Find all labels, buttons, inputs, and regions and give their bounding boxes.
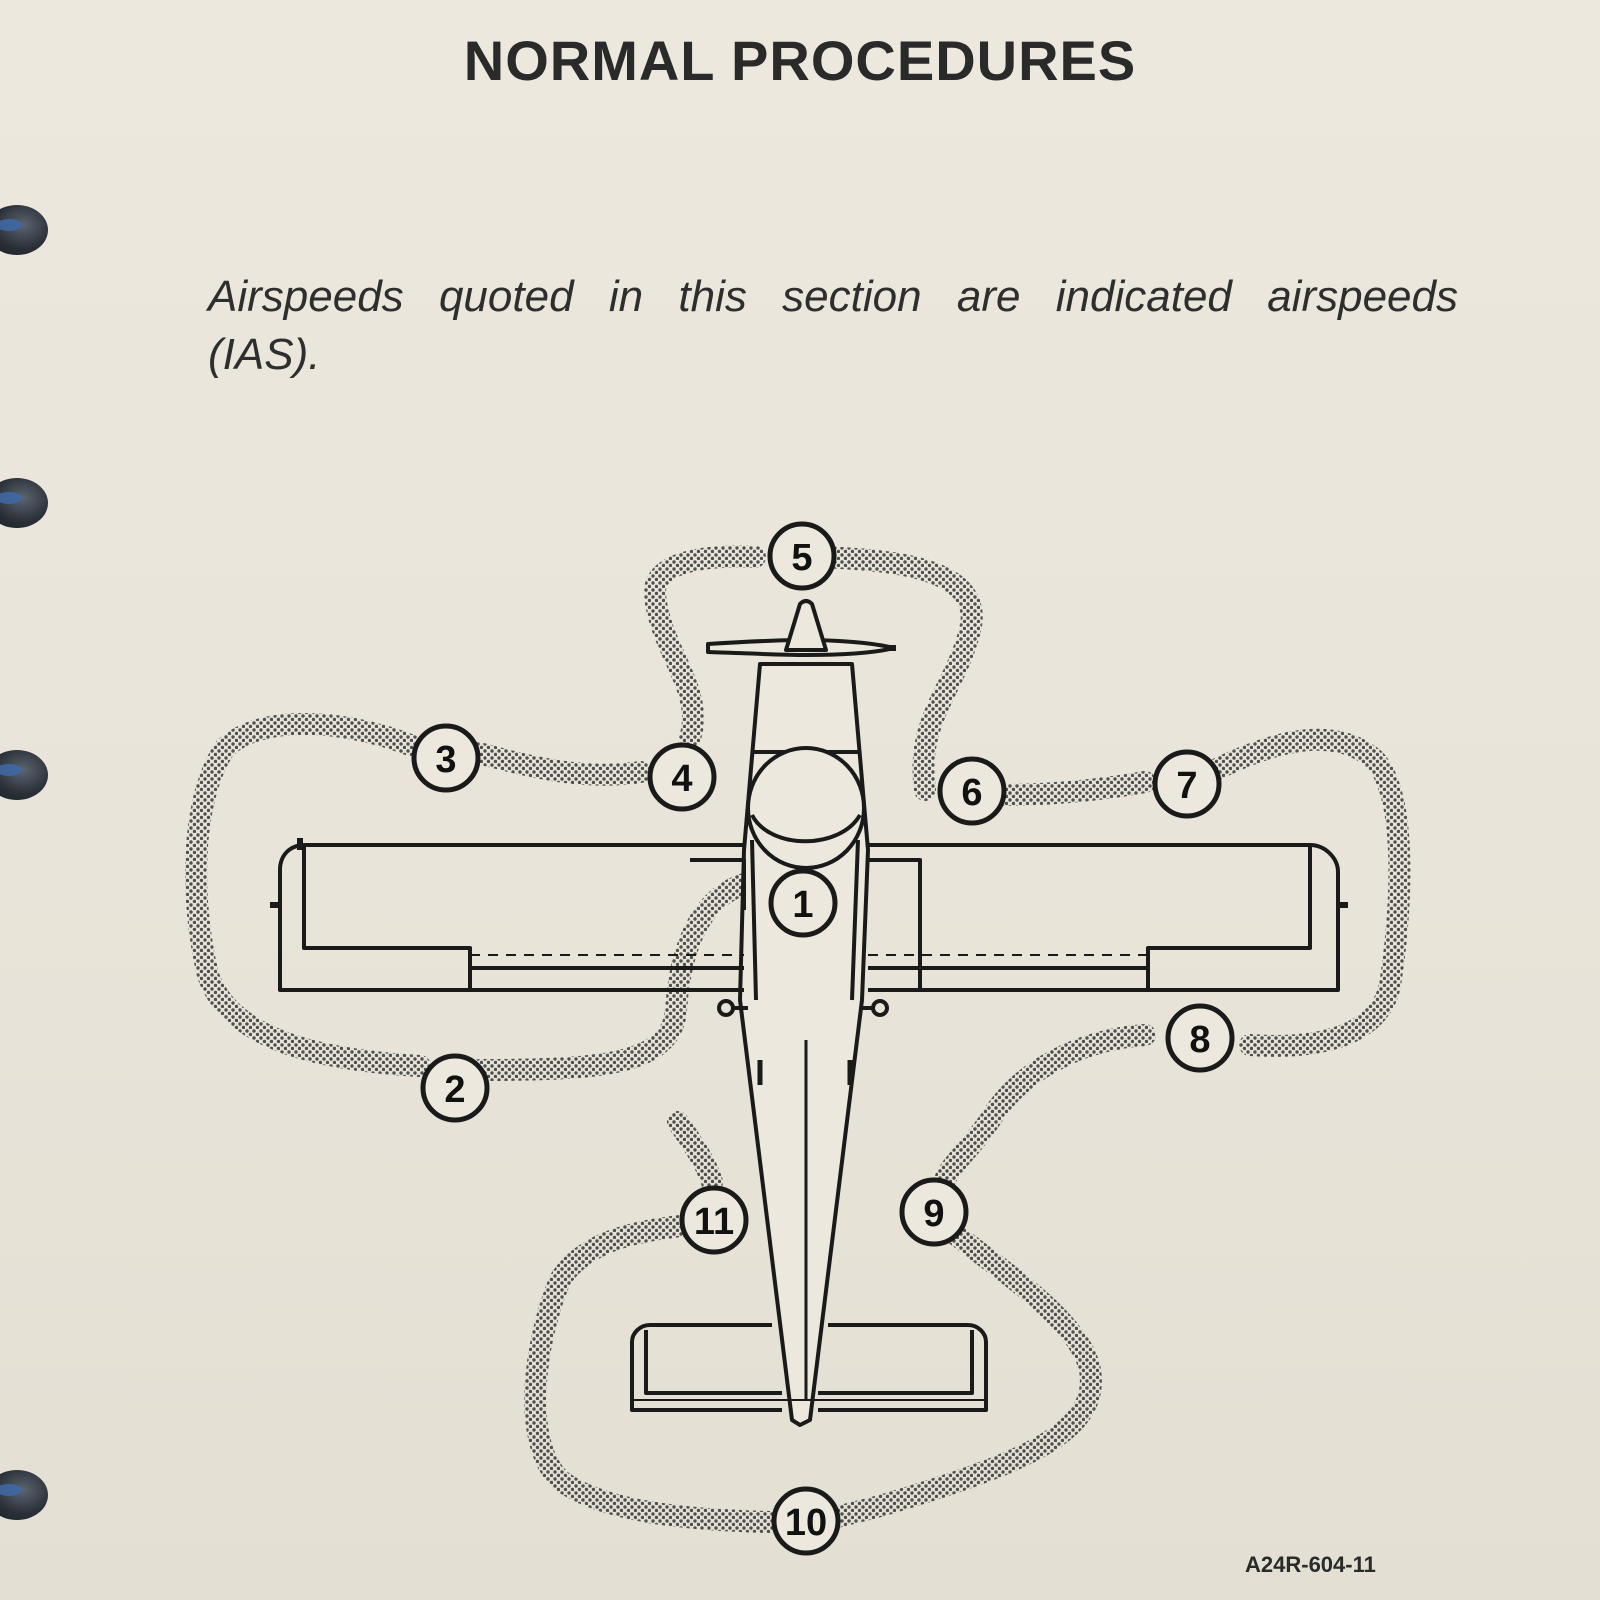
- station-7: 7: [1152, 749, 1222, 819]
- station-label: 7: [1176, 765, 1197, 807]
- station-4: 4: [647, 742, 717, 812]
- aircraft-outline: [270, 599, 1348, 1427]
- station-label: 3: [435, 739, 456, 781]
- station-10: 10: [771, 1486, 841, 1556]
- station-label: 8: [1189, 1019, 1210, 1061]
- station-label: 6: [961, 772, 982, 814]
- station-label: 10: [785, 1502, 827, 1544]
- walkaround-path: [185, 545, 1411, 1533]
- station-label: 11: [694, 1201, 734, 1243]
- station-8: 8: [1165, 1003, 1235, 1073]
- page-title: NORMAL PROCEDURES: [463, 29, 1137, 92]
- airspeed-note: Airspeeds quoted in this section are ind…: [208, 272, 1458, 379]
- station-label: 9: [923, 1193, 944, 1235]
- station-2: 2: [420, 1053, 490, 1123]
- binder-ring: [0, 750, 48, 800]
- station-9: 9: [899, 1177, 969, 1247]
- station-label: 2: [444, 1069, 465, 1111]
- binder-ring: [0, 205, 48, 255]
- station-3: 3: [411, 723, 481, 793]
- stations: 1 2 3 4 5 6 7: [411, 521, 1235, 1556]
- station-6: 6: [937, 756, 1007, 826]
- station-label: 1: [792, 884, 813, 926]
- binder-ring: [0, 1470, 48, 1520]
- station-label: 4: [671, 758, 692, 800]
- station-11: 11: [679, 1185, 749, 1255]
- station-label: 5: [791, 537, 812, 579]
- station-1: 1: [768, 868, 838, 938]
- figure-id: A24R-604-11: [1245, 1552, 1376, 1577]
- binder-ring: [0, 478, 48, 528]
- station-5: 5: [767, 521, 837, 591]
